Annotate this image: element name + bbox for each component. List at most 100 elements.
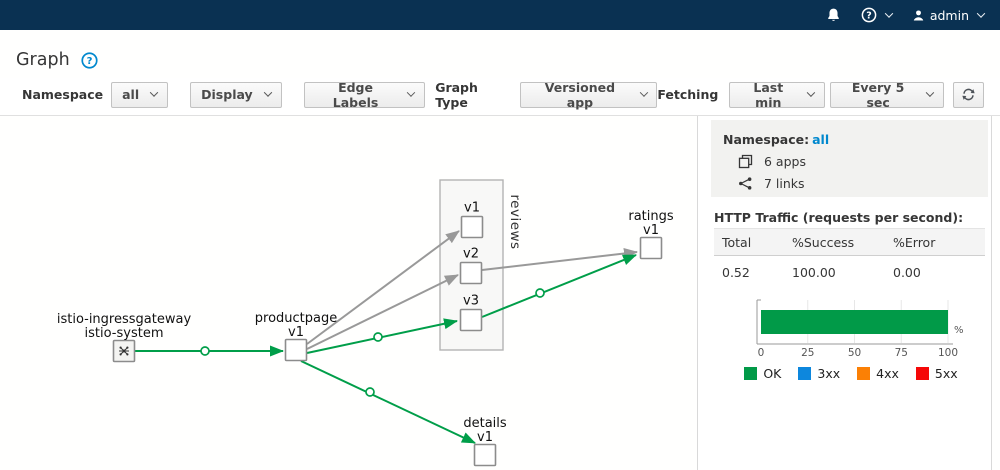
help-menu[interactable]: ? bbox=[861, 7, 894, 23]
edge-midpoint-marker bbox=[535, 288, 545, 298]
traffic-chart: % 0 25 50 75 100 OK 3xx 4xx 5xx bbox=[716, 292, 986, 381]
node-label: details bbox=[463, 416, 507, 431]
table-header-row: Total %Success %Error bbox=[714, 228, 985, 256]
legend-item-4xx[interactable]: 4xx bbox=[857, 366, 899, 381]
legend-label: 3xx bbox=[817, 366, 841, 381]
node-label: v1 bbox=[477, 430, 493, 445]
error-value: 0.00 bbox=[893, 265, 921, 280]
fetching-label: Fetching bbox=[657, 87, 719, 102]
node-label: v2 bbox=[463, 247, 479, 262]
namespace-dropdown[interactable]: all bbox=[111, 81, 169, 108]
graph-node-reviews-v2[interactable]: v2 bbox=[459, 247, 483, 285]
notifications-bell-icon[interactable] bbox=[826, 7, 841, 23]
graph-help-icon[interactable]: ? bbox=[81, 51, 98, 69]
node-label: ratings bbox=[628, 209, 674, 224]
summary-panel: Namespace:all 6 apps 7 links HTTP Traffi… bbox=[697, 116, 992, 470]
x-tick-label: 75 bbox=[895, 347, 908, 359]
http-traffic-table: Total %Success %Error 0.52 100.00 0.00 bbox=[714, 228, 985, 284]
namespace-summary-card: Namespace:all 6 apps 7 links bbox=[711, 120, 988, 197]
graph-node-reviews-v3[interactable]: v3 bbox=[459, 294, 483, 332]
user-name: admin bbox=[929, 7, 969, 23]
column-header-error: %Error bbox=[885, 228, 985, 256]
column-header-success: %Success bbox=[784, 228, 885, 256]
interval-dropdown[interactable]: Last min bbox=[729, 80, 825, 110]
namespace-dropdown-value: all bbox=[122, 87, 140, 102]
legend-label: 4xx bbox=[876, 366, 899, 381]
edge-midpoint-marker bbox=[373, 332, 383, 342]
edge-midpoint-marker bbox=[365, 387, 375, 397]
chevron-down-icon bbox=[976, 9, 986, 18]
namespace-label: Namespace bbox=[22, 87, 104, 102]
table-row: 0.52 100.00 0.00 bbox=[714, 256, 985, 285]
refresh-button[interactable] bbox=[953, 81, 984, 108]
group-label: reviews bbox=[507, 194, 523, 249]
column-header-total: Total bbox=[714, 228, 784, 256]
panel-namespace-label: Namespace: bbox=[723, 132, 810, 147]
graph-node-reviews-v1[interactable]: v1 bbox=[460, 201, 484, 239]
graph-edge[interactable] bbox=[481, 254, 637, 318]
applications-icon bbox=[738, 154, 753, 169]
graph-edge[interactable] bbox=[481, 248, 638, 271]
refresh-rate-dropdown-value: Every 5 sec bbox=[851, 79, 905, 110]
node-label: istio-system bbox=[85, 326, 164, 341]
bar-ok bbox=[761, 310, 948, 334]
node-label: v3 bbox=[463, 294, 479, 309]
legend-swatch bbox=[798, 367, 812, 380]
question-circle-icon: ? bbox=[861, 7, 877, 23]
node-label: v1 bbox=[464, 201, 480, 216]
success-value: 100.00 bbox=[792, 265, 836, 280]
legend-label: 5xx bbox=[934, 366, 958, 381]
refresh-rate-dropdown[interactable]: Every 5 sec bbox=[829, 79, 944, 110]
legend-item-ok[interactable]: OK bbox=[744, 366, 781, 381]
x-tick-label: 50 bbox=[848, 347, 861, 359]
chart-legend: OK 3xx 4xx 5xx bbox=[716, 366, 986, 381]
unit-label: % bbox=[954, 325, 964, 336]
node-label: v1 bbox=[288, 325, 304, 340]
panel-namespace-link[interactable]: all bbox=[812, 132, 830, 147]
edge-midpoint-marker bbox=[200, 346, 210, 356]
graph-type-label: Graph Type bbox=[435, 79, 478, 110]
legend-swatch bbox=[857, 367, 871, 380]
legend-swatch bbox=[915, 367, 929, 380]
svg-text:?: ? bbox=[86, 56, 92, 67]
refresh-icon bbox=[962, 88, 975, 101]
bell-icon bbox=[828, 8, 839, 21]
display-dropdown-label: Display bbox=[201, 87, 253, 102]
legend-label: OK bbox=[763, 366, 782, 381]
apps-count: 6 apps bbox=[764, 154, 806, 169]
gateway-icon bbox=[119, 346, 129, 356]
graph-edge[interactable] bbox=[306, 230, 460, 345]
display-dropdown[interactable]: Display bbox=[190, 81, 282, 108]
http-traffic-title: HTTP Traffic (requests per second): bbox=[714, 210, 964, 225]
graph-type-dropdown-value: Versioned app bbox=[544, 79, 616, 110]
user-icon bbox=[913, 9, 924, 21]
page-header: Graph ? bbox=[0, 30, 1000, 78]
user-menu[interactable]: admin bbox=[912, 7, 986, 23]
chevron-down-icon bbox=[884, 9, 894, 18]
x-tick-label: 100 bbox=[938, 347, 958, 359]
node-label: productpage bbox=[255, 311, 337, 326]
graph-type-dropdown[interactable]: Versioned app bbox=[520, 79, 658, 110]
edge-labels-dropdown-label: Edge Labels bbox=[332, 79, 379, 110]
page-title: Graph bbox=[16, 50, 70, 70]
graph-toolbar: Namespace all Display Edge Labels Graph … bbox=[0, 78, 1000, 116]
legend-item-5xx[interactable]: 5xx bbox=[915, 366, 958, 381]
top-navbar: ? admin bbox=[0, 0, 1000, 30]
edge-labels-dropdown[interactable]: Edge Labels bbox=[303, 79, 426, 110]
links-count: 7 links bbox=[764, 176, 805, 191]
legend-item-3xx[interactable]: 3xx bbox=[798, 366, 840, 381]
x-tick-label: 0 bbox=[758, 347, 765, 359]
graph-edge[interactable] bbox=[306, 274, 459, 350]
svg-text:?: ? bbox=[866, 10, 872, 21]
graph-edge[interactable] bbox=[300, 360, 476, 444]
x-tick-label: 25 bbox=[801, 347, 814, 359]
legend-swatch bbox=[744, 367, 758, 380]
total-value: 0.52 bbox=[722, 265, 750, 280]
node-label: v1 bbox=[643, 223, 659, 238]
